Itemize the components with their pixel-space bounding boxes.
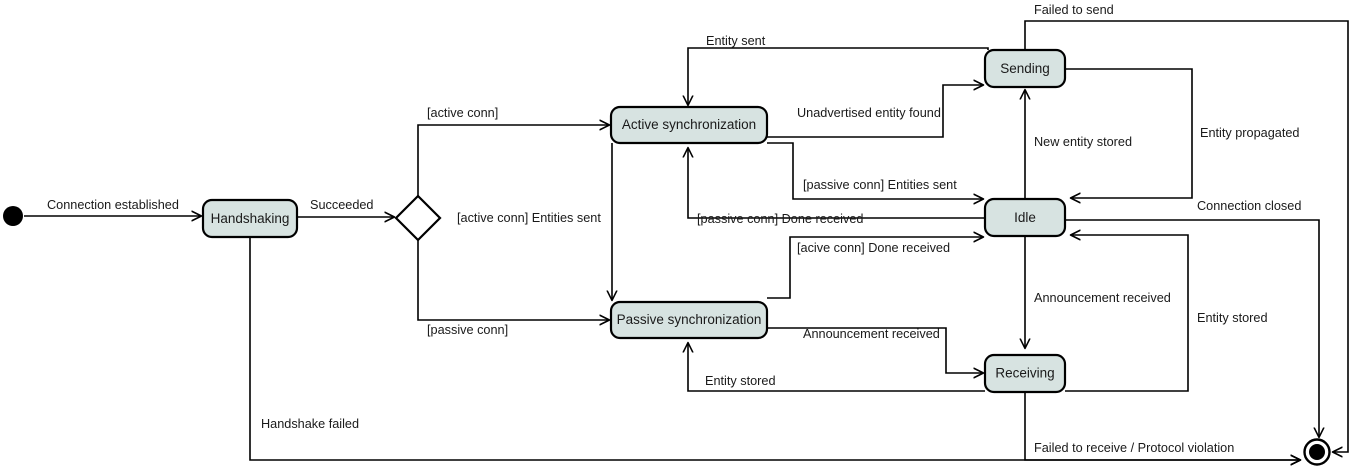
label-acive-done-received: [acive conn] Done received — [797, 241, 950, 255]
label-handshake-failed: Handshake failed — [261, 417, 359, 431]
state-receiving-label: Receiving — [995, 366, 1054, 381]
final-state-node[interactable] — [1303, 438, 1331, 466]
label-new-entity-stored: New entity stored — [1034, 135, 1132, 149]
transition-receiving-entity-stored — [1065, 235, 1189, 392]
initial-state-node[interactable] — [3, 206, 23, 226]
state-passive-synchronization[interactable]: Passive synchronization — [609, 300, 769, 340]
state-idle-label: Idle — [1014, 210, 1036, 225]
label-failed-to-receive: Failed to receive / Protocol violation — [1034, 441, 1234, 455]
transition-passive-conn — [417, 240, 609, 320]
label-idle-announcement: Announcement received — [1034, 291, 1171, 305]
state-idle[interactable]: Idle — [983, 197, 1067, 238]
transition-handshake-failed — [249, 237, 1300, 460]
state-receiving[interactable]: Receiving — [983, 353, 1067, 394]
state-passive-synchronization-label: Passive synchronization — [617, 312, 762, 327]
label-passive-conn: [passive conn] — [427, 323, 508, 337]
transition-unadvertised-entity-found — [767, 85, 983, 138]
label-active-conn: [active conn] — [427, 106, 498, 120]
label-connection-established: Connection established — [47, 198, 179, 212]
label-passive-announcement: Announcement received — [803, 327, 940, 341]
transition-entity-stored-passive — [688, 343, 985, 392]
label-receiving-entity-stored: Entity stored — [1197, 311, 1268, 325]
label-unadvertised-entity: Unadvertised entity found — [797, 106, 941, 120]
label-active-entities-sent: [active conn] Entities sent — [457, 211, 601, 225]
label-failed-to-send: Failed to send — [1034, 3, 1114, 17]
state-handshaking[interactable]: Handshaking — [201, 198, 299, 239]
state-sending-label: Sending — [1000, 61, 1050, 76]
transition-entity-sent — [688, 47, 989, 105]
transition-entity-propagated — [1065, 68, 1193, 198]
label-entity-sent: Entity sent — [706, 34, 766, 48]
transition-passive-conn-entities-sent — [767, 142, 983, 199]
label-succeeded: Succeeded — [310, 198, 374, 212]
transition-connection-closed — [1065, 219, 1319, 437]
state-active-synchronization[interactable]: Active synchronization — [609, 105, 769, 145]
state-active-synchronization-label: Active synchronization — [622, 117, 756, 132]
state-sending[interactable]: Sending — [983, 48, 1067, 89]
transition-acive-conn-done-received — [767, 237, 983, 299]
state-handshaking-label: Handshaking — [211, 211, 290, 226]
transition-passive-conn-done-received — [688, 148, 985, 219]
transition-active-conn — [417, 125, 609, 196]
transition-passive-announcement-received — [767, 327, 983, 373]
label-connection-closed: Connection closed — [1197, 199, 1301, 213]
label-passive-entities-sent: [passive conn] Entities sent — [803, 178, 957, 192]
transition-failed-to-send — [1024, 20, 1349, 452]
label-passive-done-received: [passive conn] Done received — [697, 212, 863, 226]
label-entity-stored-passive: Entity stored — [705, 374, 776, 388]
label-entity-propagated: Entity propagated — [1200, 126, 1299, 140]
decision-node[interactable] — [394, 194, 442, 242]
